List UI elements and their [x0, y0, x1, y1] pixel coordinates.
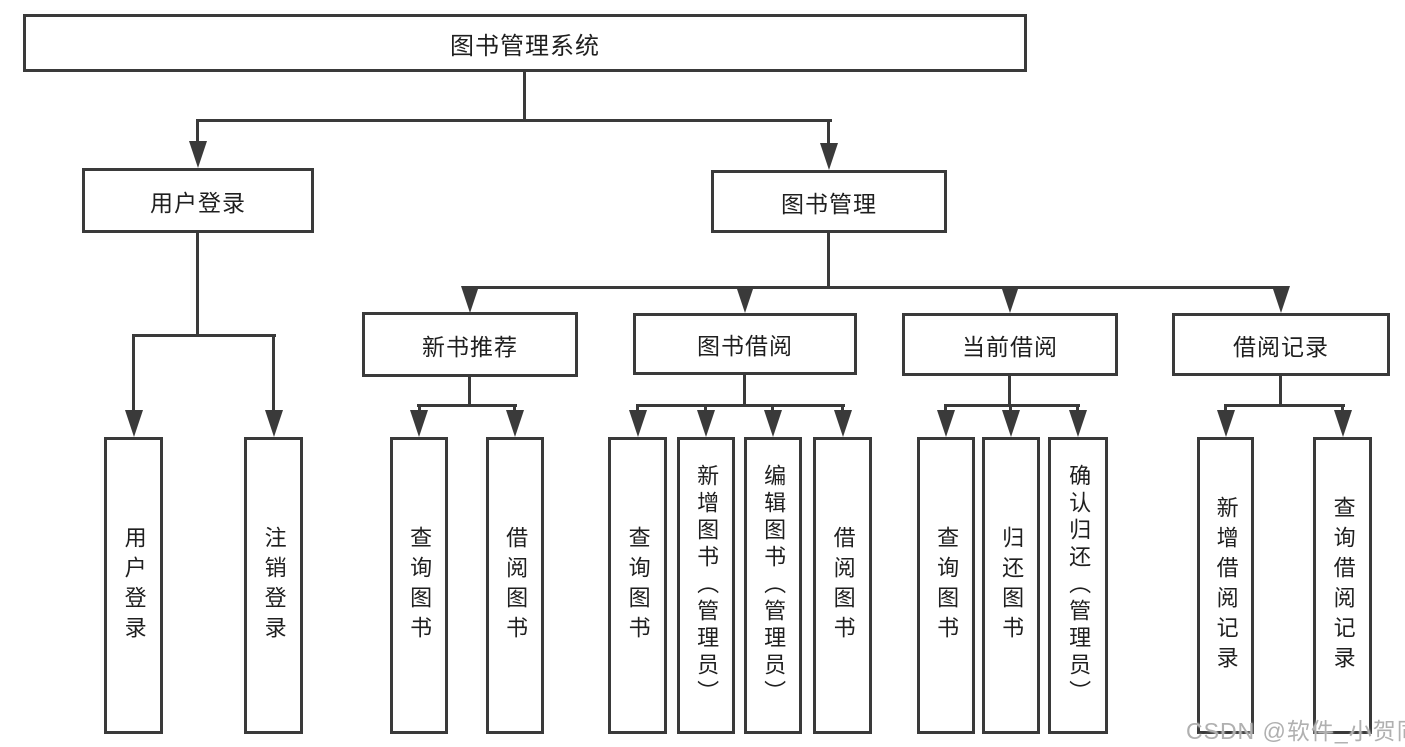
leaf-recommend-borrow-books: 借阅图书: [486, 437, 544, 734]
connector-drop-leaf-logout: [272, 336, 275, 412]
connector-drop: [513, 406, 516, 413]
arrow-down-icon: [1069, 410, 1087, 437]
leaf-current-query-books: 查询图书: [917, 437, 975, 734]
node-borrow-records-label: 借阅记录: [1233, 333, 1329, 360]
leaf-recommend-query-books-label: 查询图书: [407, 525, 433, 646]
arrow-down-icon: [410, 410, 428, 437]
leaf-current-return-books-label: 归还图书: [999, 525, 1025, 646]
leaf-borrow-query-books-label: 查询图书: [625, 525, 651, 646]
connector-root-rail: [196, 119, 832, 122]
node-borrow-records: 借阅记录: [1172, 313, 1390, 376]
connector-book-management-rail: [468, 286, 1283, 289]
arrow-down-icon: [461, 286, 479, 313]
node-book-borrow: 图书借阅: [633, 313, 857, 375]
connector-drop: [841, 406, 844, 413]
node-user-login-label: 用户登录: [150, 189, 246, 216]
arrow-down-icon: [1217, 410, 1235, 437]
leaf-recommend-query-books: 查询图书: [390, 437, 448, 734]
connector-book-management-stub: [827, 231, 830, 289]
connector-records-stub: [1279, 374, 1282, 406]
connector-user-login-rail: [132, 334, 276, 337]
connector-drop: [944, 406, 947, 413]
leaf-current-confirm-return-admin: 确认归还（管理员）: [1048, 437, 1108, 734]
connector-current-rail: [944, 404, 1080, 407]
leaf-logout: 注销登录: [244, 437, 303, 734]
arrow-down-icon: [697, 410, 715, 437]
leaf-borrow-add-books-admin: 新增图书（管理员）: [677, 437, 735, 734]
connector-user-login-stub: [196, 231, 199, 336]
leaf-user-login: 用户登录: [104, 437, 163, 734]
node-book-management-label: 图书管理: [781, 190, 877, 217]
node-root: 图书管理系统: [23, 14, 1027, 72]
arrow-down-icon: [189, 141, 207, 168]
connector-drop-leaf-login: [132, 336, 135, 412]
arrow-down-icon: [820, 143, 838, 170]
arrow-down-icon: [764, 410, 782, 437]
node-new-book-recommend: 新书推荐: [362, 312, 578, 377]
connector-drop: [636, 406, 639, 413]
connector-drop: [1076, 406, 1079, 413]
arrow-down-icon: [265, 410, 283, 437]
leaf-records-add-record: 新增借阅记录: [1197, 437, 1254, 734]
leaf-current-query-books-label: 查询图书: [934, 525, 960, 646]
node-book-management: 图书管理: [711, 170, 947, 233]
arrow-down-icon: [736, 286, 754, 313]
arrow-down-icon: [506, 410, 524, 437]
connector-current-stub: [1008, 374, 1011, 406]
leaf-current-return-books: 归还图书: [982, 437, 1040, 734]
node-root-label: 图书管理系统: [450, 32, 600, 60]
arrow-down-icon: [834, 410, 852, 437]
connector-borrow-stub: [743, 373, 746, 406]
node-current-borrow: 当前借阅: [902, 313, 1118, 376]
watermark: CSDN @软件_小贺同学: [1186, 718, 1405, 744]
node-book-borrow-label: 图书借阅: [697, 333, 793, 359]
leaf-user-login-label: 用户登录: [121, 525, 147, 646]
arrow-down-icon: [125, 410, 143, 437]
leaf-records-query-record: 查询借阅记录: [1313, 437, 1372, 734]
leaf-records-query-record-label: 查询借阅记录: [1330, 495, 1356, 676]
connector-drop: [1224, 406, 1227, 413]
leaf-logout-label: 注销登录: [261, 525, 287, 646]
node-new-book-recommend-label: 新书推荐: [422, 333, 518, 360]
arrow-down-icon: [937, 410, 955, 437]
connector-borrow-rail: [636, 404, 845, 407]
connector-recommend-rail: [417, 404, 517, 407]
arrow-down-icon: [1334, 410, 1352, 437]
connector-drop: [1009, 406, 1012, 413]
node-user-login: 用户登录: [82, 168, 314, 233]
leaf-borrow-borrow-books-label: 借阅图书: [830, 525, 856, 646]
leaf-recommend-borrow-books-label: 借阅图书: [503, 525, 529, 646]
leaf-records-add-record-label: 新增借阅记录: [1213, 495, 1239, 676]
leaf-borrow-borrow-books: 借阅图书: [813, 437, 872, 734]
arrow-down-icon: [1001, 286, 1019, 313]
arrow-down-icon: [1272, 286, 1290, 313]
connector-drop-user-login: [196, 121, 199, 145]
node-current-borrow-label: 当前借阅: [962, 333, 1058, 360]
leaf-borrow-query-books: 查询图书: [608, 437, 667, 734]
connector-drop: [1341, 406, 1344, 413]
connector-drop: [771, 406, 774, 413]
connector-records-rail: [1224, 404, 1345, 407]
connector-drop: [704, 406, 707, 413]
leaf-borrow-add-books-admin-label: 新增图书（管理员）: [694, 464, 720, 707]
leaf-borrow-edit-books-admin: 编辑图书（管理员）: [744, 437, 802, 734]
connector-recommend-stub: [468, 375, 471, 406]
arrow-down-icon: [629, 410, 647, 437]
connector-root-stub: [523, 70, 526, 121]
leaf-current-confirm-return-admin-label: 确认归还（管理员）: [1066, 464, 1092, 707]
arrow-down-icon: [1002, 410, 1020, 437]
connector-drop: [418, 406, 421, 413]
connector-drop-book-management: [827, 121, 830, 146]
leaf-borrow-edit-books-admin-label: 编辑图书（管理员）: [761, 464, 787, 707]
